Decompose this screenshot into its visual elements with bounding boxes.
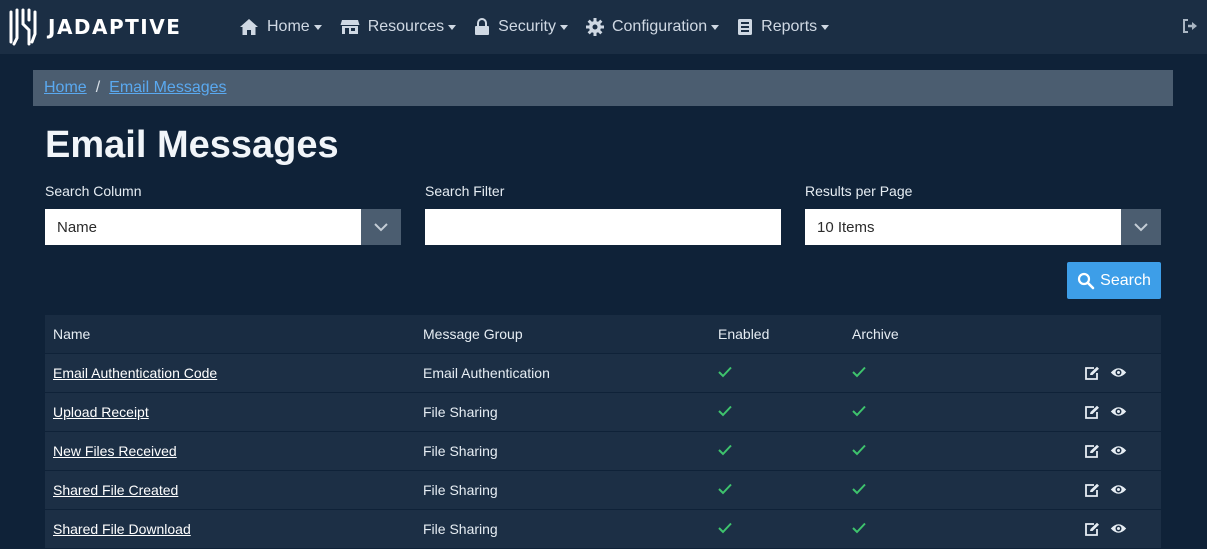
chevron-down-icon bbox=[711, 24, 720, 30]
message-group: File Sharing bbox=[423, 482, 498, 498]
message-group: Email Authentication bbox=[423, 365, 550, 381]
check-icon bbox=[718, 522, 732, 534]
sign-out-icon bbox=[1183, 19, 1197, 33]
check-icon bbox=[852, 522, 866, 534]
view-icon[interactable] bbox=[1110, 444, 1127, 457]
table-row: Shared File Created File Sharing bbox=[45, 471, 1161, 510]
logout-button[interactable] bbox=[1181, 18, 1199, 39]
breadcrumb-current-link[interactable]: Email Messages bbox=[109, 79, 227, 96]
check-icon bbox=[852, 366, 866, 378]
results-per-page-label: Results per Page bbox=[805, 183, 913, 199]
message-group: File Sharing bbox=[423, 521, 498, 537]
results-per-page-value: 10 Items bbox=[817, 218, 875, 236]
view-icon[interactable] bbox=[1110, 522, 1127, 535]
nav-reports-label: Reports bbox=[761, 18, 818, 35]
search-button[interactable]: Search bbox=[1067, 262, 1161, 299]
chevron-down-icon bbox=[559, 24, 568, 30]
chevron-down-icon bbox=[313, 24, 322, 30]
nav-resources[interactable]: Resources bbox=[340, 18, 457, 36]
message-name-link[interactable]: New Files Received bbox=[53, 443, 177, 459]
check-icon bbox=[718, 366, 732, 378]
message-name-link[interactable]: Email Authentication Code bbox=[53, 365, 218, 381]
search-button-label: Search bbox=[1100, 271, 1151, 289]
brand-name: JADAPTIVE bbox=[48, 15, 182, 39]
message-group: File Sharing bbox=[423, 404, 498, 420]
message-group: File Sharing bbox=[423, 443, 498, 459]
table-row: Shared File Download File Sharing bbox=[45, 510, 1161, 549]
lock-icon bbox=[475, 18, 490, 35]
search-column-label: Search Column bbox=[45, 183, 142, 199]
view-icon[interactable] bbox=[1110, 405, 1127, 418]
jadaptive-logo-icon bbox=[9, 8, 37, 46]
column-header-archive[interactable]: Archive bbox=[852, 326, 899, 342]
edit-icon[interactable] bbox=[1084, 405, 1100, 420]
brand-logo[interactable]: JADAPTIVE bbox=[8, 7, 181, 47]
results-per-page-select[interactable]: 10 Items bbox=[805, 209, 1161, 245]
view-icon[interactable] bbox=[1110, 483, 1127, 496]
table-row: Email Authentication Code Email Authenti… bbox=[45, 354, 1161, 393]
nav-home-label: Home bbox=[267, 18, 310, 35]
home-icon bbox=[240, 19, 258, 35]
breadcrumb-home-link[interactable]: Home bbox=[44, 79, 87, 96]
check-icon bbox=[718, 444, 732, 456]
edit-icon[interactable] bbox=[1084, 483, 1100, 498]
chevron-down-icon[interactable] bbox=[361, 209, 401, 245]
nav-security[interactable]: Security bbox=[474, 18, 568, 36]
search-column-select[interactable]: Name bbox=[45, 209, 401, 245]
search-icon bbox=[1078, 272, 1095, 289]
check-icon bbox=[852, 483, 866, 495]
nav-resources-label: Resources bbox=[367, 18, 445, 35]
page-title: Email Messages bbox=[45, 124, 339, 166]
column-header-message-group[interactable]: Message Group bbox=[423, 326, 523, 342]
check-icon bbox=[852, 405, 866, 417]
search-filter-input[interactable] bbox=[425, 209, 781, 245]
table-row: Upload Receipt File Sharing bbox=[45, 393, 1161, 432]
gear-icon bbox=[585, 18, 604, 36]
store-icon bbox=[340, 20, 360, 34]
view-icon[interactable] bbox=[1110, 366, 1127, 379]
search-column-value: Name bbox=[57, 218, 98, 236]
chevron-down-icon[interactable] bbox=[1121, 209, 1161, 245]
nav-home[interactable]: Home bbox=[239, 18, 322, 36]
edit-icon[interactable] bbox=[1084, 444, 1100, 459]
search-filter-label: Search Filter bbox=[425, 183, 505, 199]
breadcrumb-separator: / bbox=[95, 79, 101, 96]
main-nav: Home Resources Security bbox=[239, 0, 847, 54]
chevron-down-icon bbox=[448, 24, 457, 30]
breadcrumb: Home / Email Messages bbox=[33, 70, 1173, 106]
nav-configuration-label: Configuration bbox=[611, 18, 708, 35]
nav-configuration[interactable]: Configuration bbox=[585, 18, 720, 36]
column-header-name[interactable]: Name bbox=[53, 326, 91, 342]
message-name-link[interactable]: Upload Receipt bbox=[53, 404, 149, 420]
edit-icon[interactable] bbox=[1084, 366, 1100, 381]
top-navbar: JADAPTIVE Home Resources Securi bbox=[0, 0, 1207, 54]
table-header: Name Message Group Enabled Archive bbox=[45, 315, 1161, 354]
nav-reports[interactable]: Reports bbox=[737, 18, 830, 36]
check-icon bbox=[852, 444, 866, 456]
nav-security-label: Security bbox=[498, 18, 556, 35]
check-icon bbox=[718, 483, 732, 495]
message-name-link[interactable]: Shared File Created bbox=[53, 482, 179, 498]
edit-icon[interactable] bbox=[1084, 522, 1100, 537]
email-messages-table: Name Message Group Enabled Archive Email… bbox=[45, 315, 1161, 549]
message-name-link[interactable]: Shared File Download bbox=[53, 521, 191, 537]
column-header-enabled[interactable]: Enabled bbox=[718, 326, 770, 342]
chevron-down-icon bbox=[821, 24, 830, 30]
report-icon bbox=[738, 19, 753, 35]
check-icon bbox=[718, 405, 732, 417]
table-body: Email Authentication Code Email Authenti… bbox=[45, 354, 1161, 549]
table-row: New Files Received File Sharing bbox=[45, 432, 1161, 471]
